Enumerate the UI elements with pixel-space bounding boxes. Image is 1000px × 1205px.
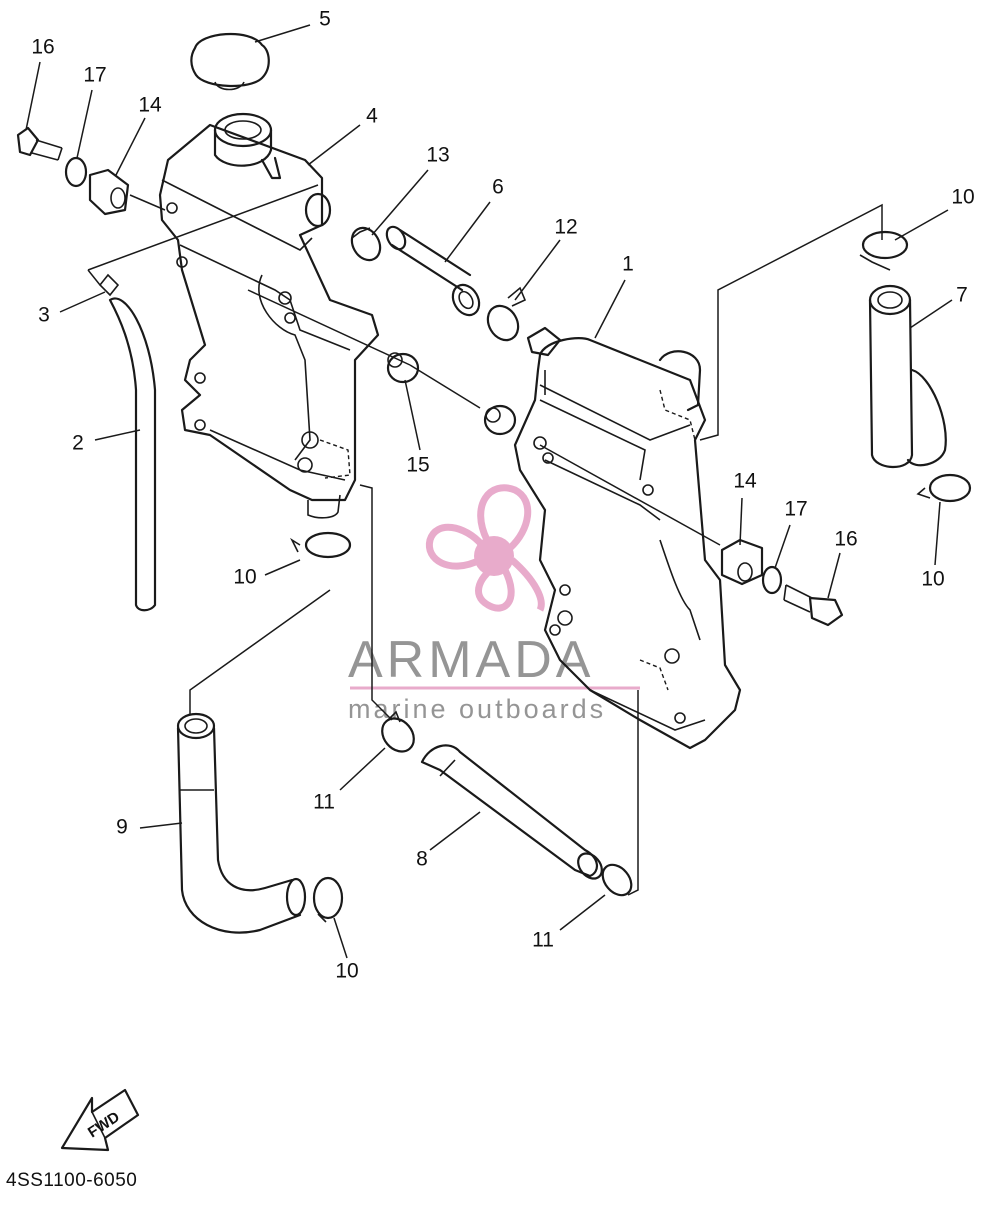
- diagram-code: 4SS1100-6050: [6, 1170, 137, 1191]
- part-4-left-radiator: [158, 112, 380, 519]
- callout-10: 10: [233, 566, 256, 589]
- callout-10: 10: [335, 960, 358, 983]
- callout-1: 1: [622, 253, 634, 276]
- callout-15: 15: [406, 454, 429, 477]
- watermark-name: ARMADA: [348, 631, 594, 689]
- callout-17: 17: [83, 64, 106, 87]
- callout-10: 10: [951, 186, 974, 209]
- callout-4: 4: [366, 105, 378, 128]
- callout-12: 12: [554, 216, 577, 239]
- part-11-clamp-upper: [381, 710, 415, 753]
- callout-16: 16: [31, 36, 54, 59]
- callout-8: 8: [416, 848, 428, 871]
- part-1-right-radiator: [513, 326, 742, 750]
- part-11-clamp-lower: [601, 863, 633, 897]
- assembly-lines: [87, 184, 883, 896]
- callout-5: 5: [319, 8, 331, 31]
- fwd-arrow-icon: FWD: [60, 1088, 140, 1152]
- part-9-lower-left-hose: [176, 712, 307, 934]
- part-6-upper-hose: [385, 225, 481, 317]
- callout-16: 16: [834, 528, 857, 551]
- part-7-right-hose: [868, 284, 947, 469]
- part-17-washer-left: [64, 156, 88, 188]
- propeller-hub-icon: [474, 536, 514, 576]
- part-3-clip: [98, 273, 120, 297]
- part-15-collar-upper: [386, 352, 420, 384]
- part-10-clamp-bottom: [312, 876, 344, 923]
- watermark-logo: ARMADA marine outboards: [348, 484, 640, 724]
- part-14-grommet-right: [720, 538, 764, 586]
- part-8-lower-right-hose: [420, 744, 603, 880]
- part-2-breather-tube: [108, 297, 157, 612]
- callout-13: 13: [426, 144, 449, 167]
- callout-17: 17: [784, 498, 807, 521]
- callout-7: 7: [956, 284, 968, 307]
- callout-3: 3: [38, 304, 50, 327]
- callout-6: 6: [492, 176, 504, 199]
- part-5-radiator-cap: [190, 33, 270, 91]
- callout-11: 11: [313, 791, 335, 814]
- part-14-grommet-left: [88, 168, 130, 216]
- part-10-clamp-right-upper: [859, 230, 909, 271]
- part-17-washer-right: [761, 565, 783, 595]
- callout-labels: 16 17 14 5 4 13 6 12 1 10 7 3 2 15 14 17…: [31, 8, 974, 983]
- callout-11: 11: [532, 929, 554, 952]
- callout-14: 14: [138, 94, 162, 117]
- propeller-icon: [425, 484, 545, 612]
- callout-9: 9: [116, 816, 128, 839]
- part-13-hose-clamp: [350, 226, 382, 262]
- part-15-collar-lower: [483, 404, 517, 436]
- part-10-clamp-right-lower: [916, 473, 972, 503]
- callout-2: 2: [72, 432, 84, 455]
- callout-10: 10: [921, 568, 944, 591]
- callout-leaders: [25, 24, 953, 959]
- part-16-bolt-left: [16, 126, 63, 161]
- part-16-bolt-right: [783, 584, 844, 627]
- callout-14: 14: [733, 470, 757, 493]
- part-10-clamp-left: [290, 531, 352, 559]
- watermark-tagline: marine outboards: [348, 694, 606, 724]
- part-12-hose-clamp: [486, 286, 527, 342]
